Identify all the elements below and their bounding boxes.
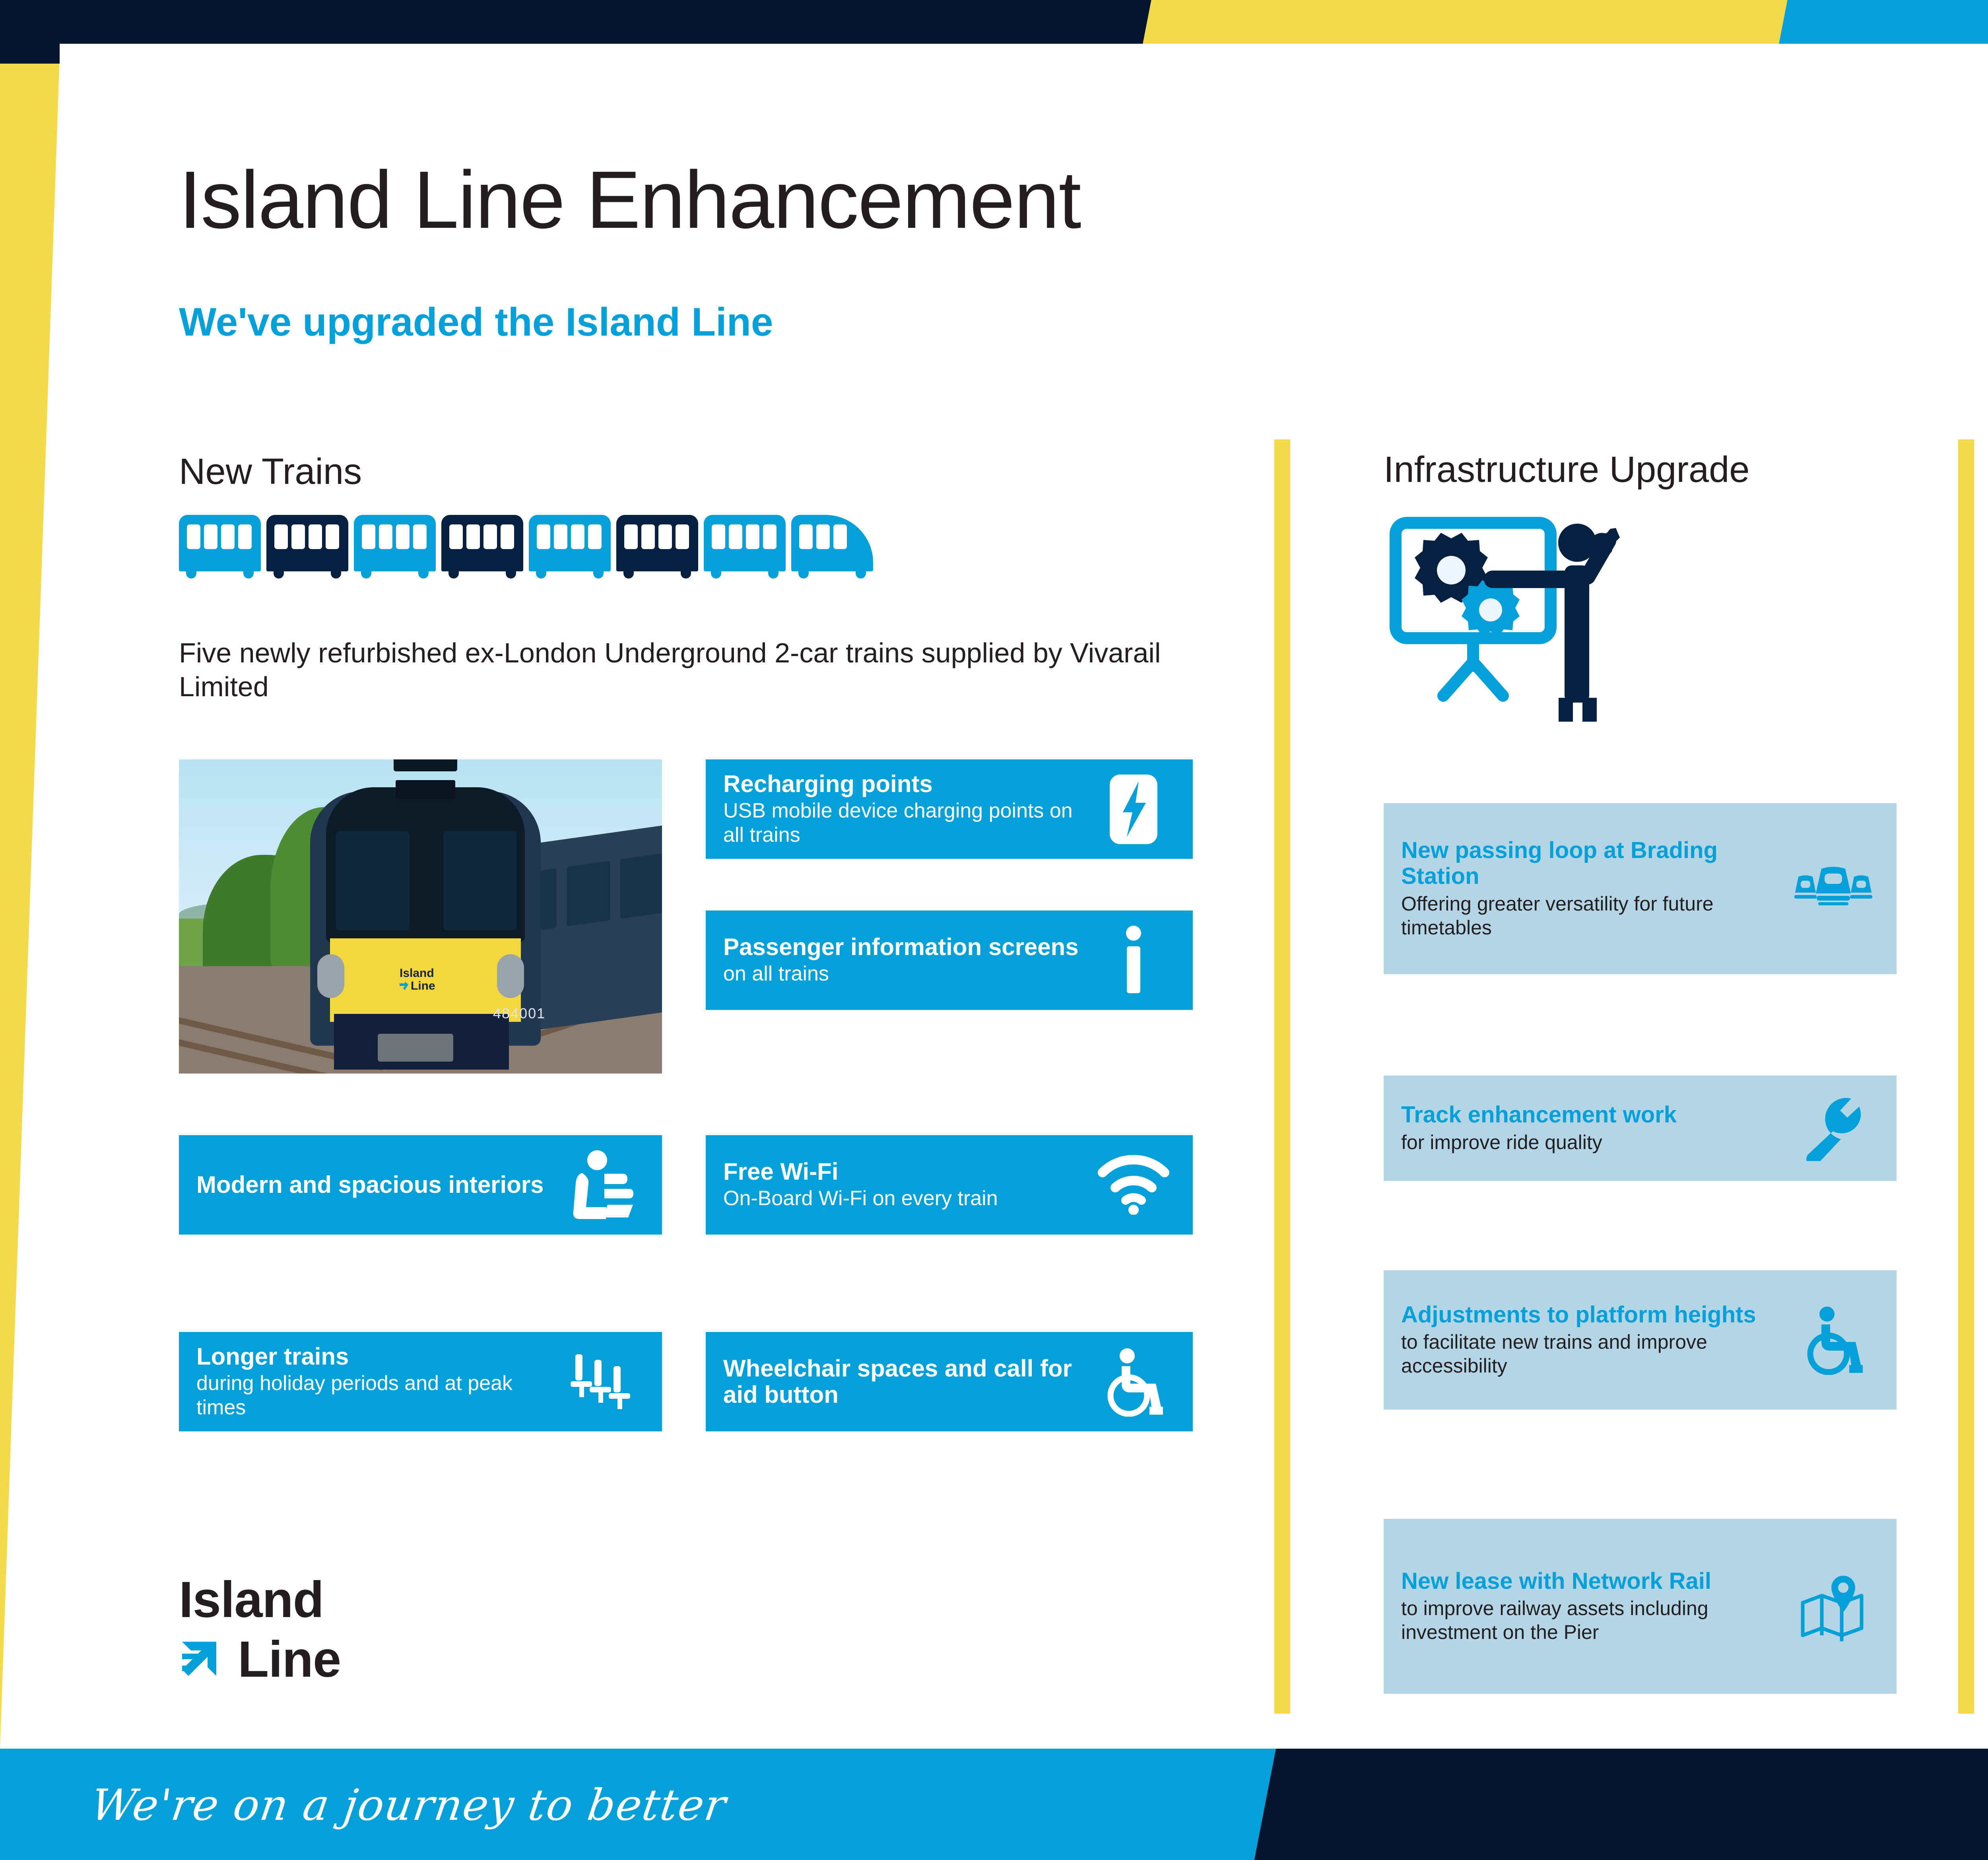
wheelchair-icon: [1092, 1347, 1175, 1417]
section-heading-infrastructure: Infrastructure Upgrade: [1384, 449, 1750, 490]
card-subtitle: for improve ride quality: [1401, 1131, 1602, 1153]
feature-card-passenger-information[interactable]: Passenger information screens on all tra…: [706, 911, 1193, 1010]
card-title: Free Wi-Fi: [723, 1158, 839, 1185]
card-subtitle: on all trains: [723, 962, 829, 986]
card-title: Modern and spacious interiors: [196, 1171, 544, 1198]
card-title: Wheelchair spaces and call for aid butto…: [723, 1355, 1072, 1408]
card-title: New lease with Network Rail: [1401, 1568, 1712, 1594]
card-title: Passenger information screens: [723, 934, 1079, 961]
card-title: Track enhancement work: [1401, 1102, 1677, 1128]
bottom-decorative-band: [0, 1749, 1988, 1860]
train-carriage-icon: [179, 515, 261, 579]
left-yellow-edge: [0, 64, 60, 1753]
train-photograph: Island Line 484001: [179, 759, 662, 1074]
feature-card-recharging-points[interactable]: Recharging points USB mobile device char…: [706, 759, 1193, 859]
card-subtitle: Offering greater versatility for future …: [1401, 892, 1714, 939]
card-title: Longer trains: [196, 1343, 349, 1370]
bottom-band-navy-stripe: [1251, 1749, 1988, 1860]
lightning-bolt-icon: [1092, 773, 1175, 846]
brand-line2: Line: [238, 1631, 341, 1688]
card-subtitle: USB mobile device charging points on all…: [723, 799, 1073, 847]
footer-tagline: We're on a journey to better: [88, 1780, 730, 1830]
feature-card-wheelchair-spaces[interactable]: Wheelchair spaces and call for aid butto…: [706, 1332, 1193, 1431]
page-subtitle: We've upgraded the Island Line: [179, 300, 773, 344]
card-subtitle: to improve railway assets including inve…: [1401, 1597, 1708, 1644]
card-subtitle: during holiday periods and at peak times: [196, 1371, 513, 1419]
column-divider-1: [1274, 439, 1290, 1714]
card-title: Recharging points: [723, 770, 933, 797]
spanner-icon: [1788, 1095, 1879, 1161]
train-icon-strip: [179, 515, 873, 579]
infra-card-platform-heights[interactable]: Adjustments to platform heights to facil…: [1384, 1270, 1897, 1410]
photo-livery-logo: Island Line: [400, 967, 435, 992]
card-title: New passing loop at Brading Station: [1401, 837, 1718, 889]
card-subtitle: to facilitate new trains and improve acc…: [1401, 1331, 1707, 1377]
feature-card-longer-trains[interactable]: Longer trains during holiday periods and…: [179, 1332, 662, 1431]
island-line-logo: Island Line: [179, 1575, 341, 1685]
island-line-arrow-icon: [400, 981, 408, 990]
infra-card-track-enhancement[interactable]: Track enhancement work for improve ride …: [1384, 1076, 1897, 1181]
train-locomotive-icon: [791, 515, 873, 579]
island-line-arrow-icon: [182, 1642, 216, 1676]
infra-card-network-rail-lease[interactable]: New lease with Network Rail to improve r…: [1384, 1519, 1897, 1694]
seats-row-icon: [561, 1348, 645, 1415]
wifi-icon: [1092, 1155, 1175, 1215]
section-heading-new-trains: New Trains: [179, 451, 362, 492]
infra-card-passing-loop[interactable]: New passing loop at Brading Station Offe…: [1384, 803, 1897, 974]
train-carriage-icon: [704, 515, 786, 579]
information-icon: [1092, 924, 1175, 996]
page-title: Island Line Enhancement: [179, 154, 1081, 245]
feature-card-modern-interiors[interactable]: Modern and spacious interiors: [179, 1135, 662, 1235]
map-pin-icon: [1788, 1572, 1879, 1641]
card-title: Adjustments to platform heights: [1401, 1301, 1756, 1328]
seated-passenger-icon: [561, 1149, 645, 1221]
engineer-presentation-icon: [1390, 517, 1620, 722]
train-carriage-icon: [266, 515, 348, 579]
train-carriage-icon: [441, 515, 523, 579]
feature-card-free-wifi[interactable]: Free Wi-Fi On-Board Wi-Fi on every train: [706, 1135, 1193, 1235]
wheelchair-icon: [1788, 1305, 1879, 1375]
new-trains-intro-text: Five newly refurbished ex-London Undergr…: [179, 637, 1161, 703]
train-carriage-icon: [529, 515, 611, 579]
column-divider-2: [1958, 439, 1974, 1714]
train-front-icon: [1788, 865, 1879, 913]
card-subtitle: On-Board Wi-Fi on every train: [723, 1187, 998, 1210]
photo-unit-number: 484001: [493, 1005, 546, 1021]
poster-sheet: Island Line Enhancement We've upgraded t…: [60, 44, 1988, 1714]
train-carriage-icon: [616, 515, 698, 579]
train-carriage-icon: [354, 515, 436, 579]
brand-line1: Island: [179, 1571, 324, 1628]
